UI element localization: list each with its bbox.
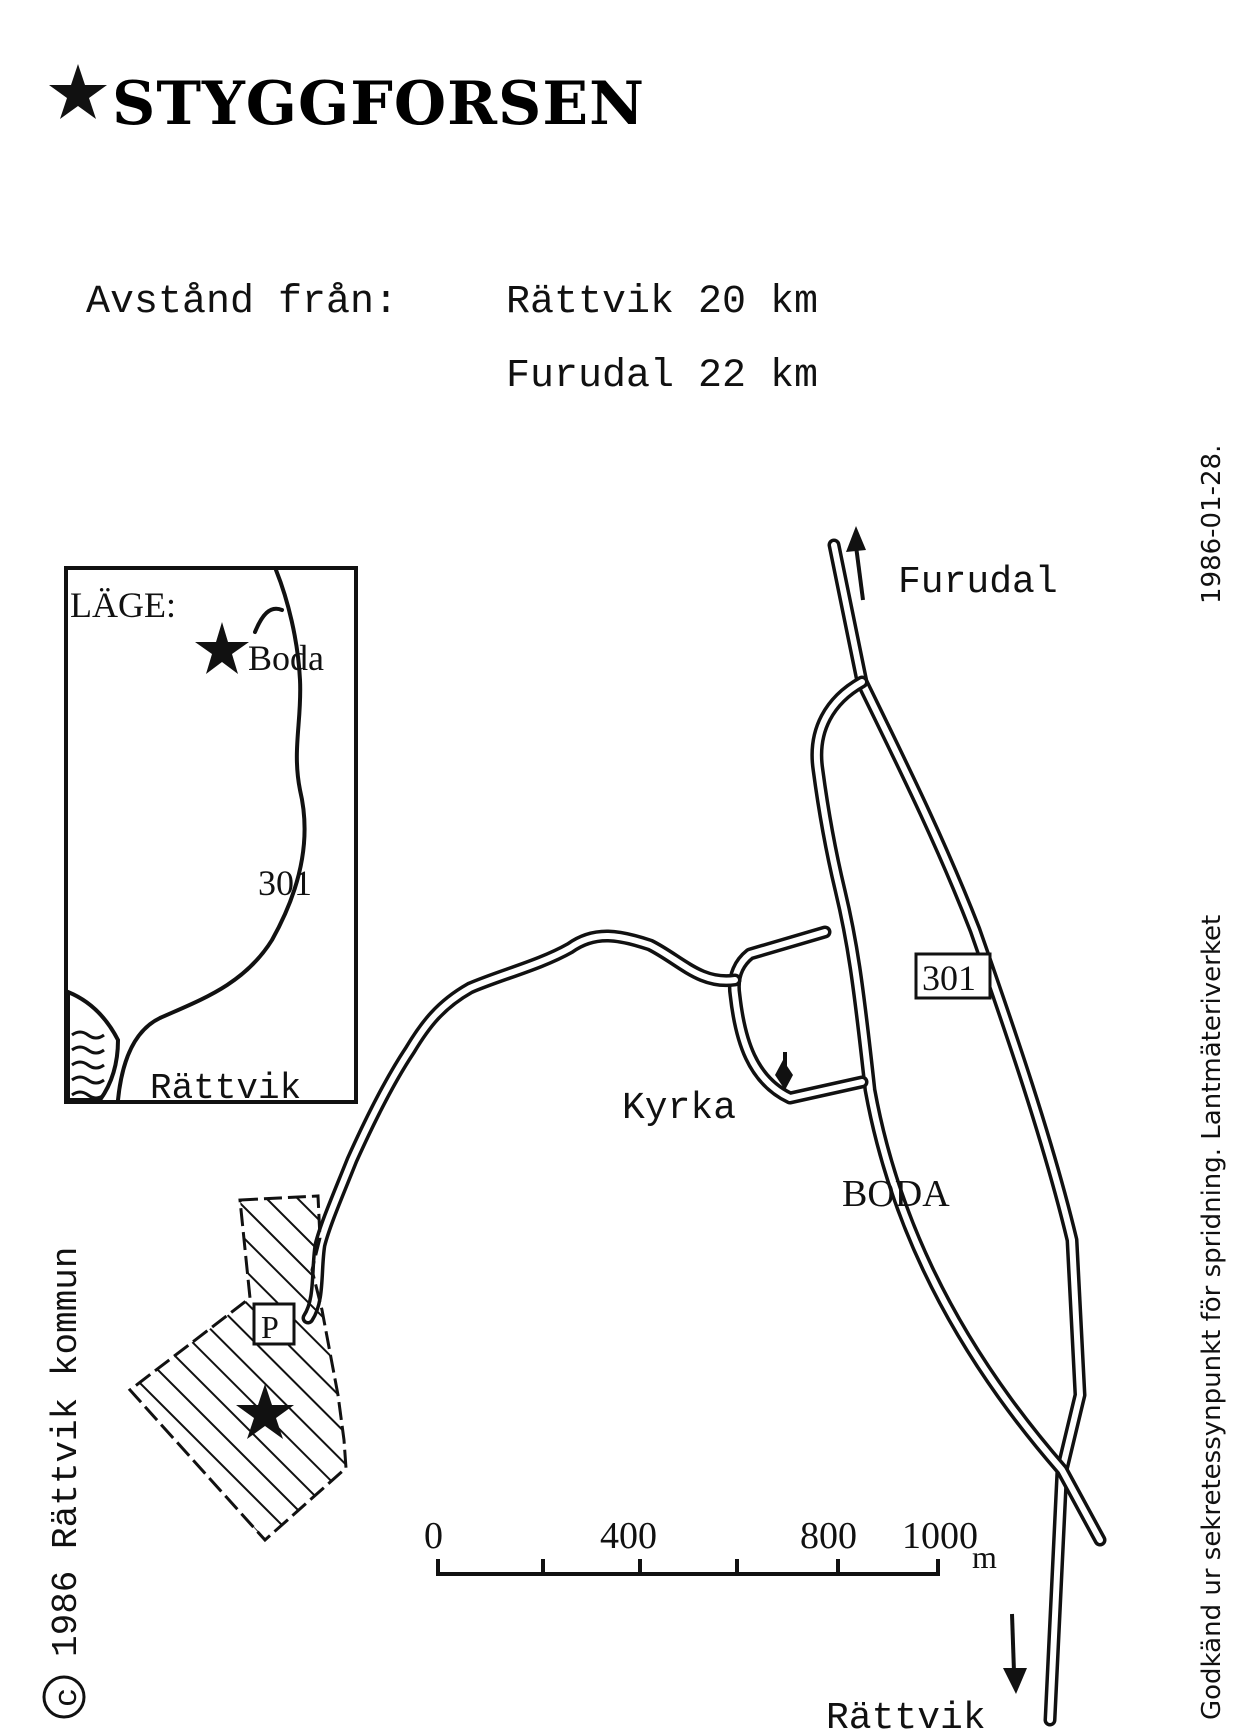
scale-tick-400: 400 bbox=[600, 1515, 657, 1557]
inset-place-rattvik: Rättvik bbox=[150, 1068, 301, 1109]
label-boda: BODA bbox=[842, 1173, 950, 1215]
arrow-up-icon bbox=[846, 526, 866, 601]
inset-heading: LÄGE: bbox=[70, 585, 176, 625]
label-rattvik: Rättvik bbox=[826, 1697, 986, 1732]
copyright-text: 1986 Rättvik kommun bbox=[46, 1247, 87, 1657]
inset-road-301 bbox=[116, 568, 307, 1102]
inset-lake bbox=[66, 989, 121, 1102]
scale-tick-0: 0 bbox=[424, 1515, 443, 1557]
label-furudal: Furudal bbox=[898, 561, 1058, 604]
main-map: P 301 Furudal Kyrka BODA Rättvik bbox=[127, 526, 1107, 1732]
star-icon bbox=[195, 622, 249, 674]
road-301-label: 301 bbox=[922, 958, 976, 998]
approval-date: 1986-01-28. bbox=[1197, 445, 1227, 604]
copyright-note: c 1986 Rättvik kommun bbox=[42, 1247, 87, 1719]
road-church-loop bbox=[727, 925, 869, 1105]
approval-note: Godkänd ur sekretessynpunkt för spridnin… bbox=[1197, 445, 1227, 1720]
parking-icon: P bbox=[252, 1302, 296, 1346]
star-icon bbox=[49, 64, 107, 119]
parking-label: P bbox=[261, 1309, 279, 1345]
road-301-sign: 301 bbox=[914, 952, 992, 1000]
nature-reserve-area bbox=[127, 1194, 348, 1543]
copyright-symbol: c bbox=[49, 1688, 86, 1707]
scale-unit: m bbox=[972, 1539, 997, 1575]
star-icon bbox=[236, 1384, 294, 1439]
distance-info: Avstånd från: Rättvik 20 km Furudal 22 k… bbox=[86, 280, 818, 399]
copyright-circle bbox=[42, 1675, 86, 1719]
road-boda-branch bbox=[810, 675, 1107, 1547]
distance-prefix: Avstånd från: bbox=[86, 280, 398, 325]
distance-line-1: Rättvik 20 km bbox=[506, 280, 818, 325]
inset-road-number: 301 bbox=[258, 863, 312, 903]
scale-bar: 0 400 800 1000 m bbox=[424, 1515, 997, 1576]
title-text: STYGGFORSEN bbox=[112, 69, 645, 139]
inset-frame bbox=[64, 566, 358, 1104]
label-kyrka: Kyrka bbox=[622, 1087, 736, 1130]
scale-tick-800: 800 bbox=[800, 1515, 857, 1557]
church-icon bbox=[775, 1052, 793, 1090]
approval-text: Godkänd ur sekretessynpunkt för spridnin… bbox=[1197, 915, 1227, 1720]
arrow-down-icon bbox=[1003, 1613, 1027, 1694]
inset-place-boda: Boda bbox=[248, 638, 324, 678]
distance-line-2: Furudal 22 km bbox=[506, 354, 818, 399]
inset-map: LÄGE: Boda 301 Rättvik bbox=[64, 566, 358, 1109]
scale-tick-1000: 1000 bbox=[902, 1515, 978, 1557]
page-title: STYGGFORSEN bbox=[49, 64, 645, 139]
